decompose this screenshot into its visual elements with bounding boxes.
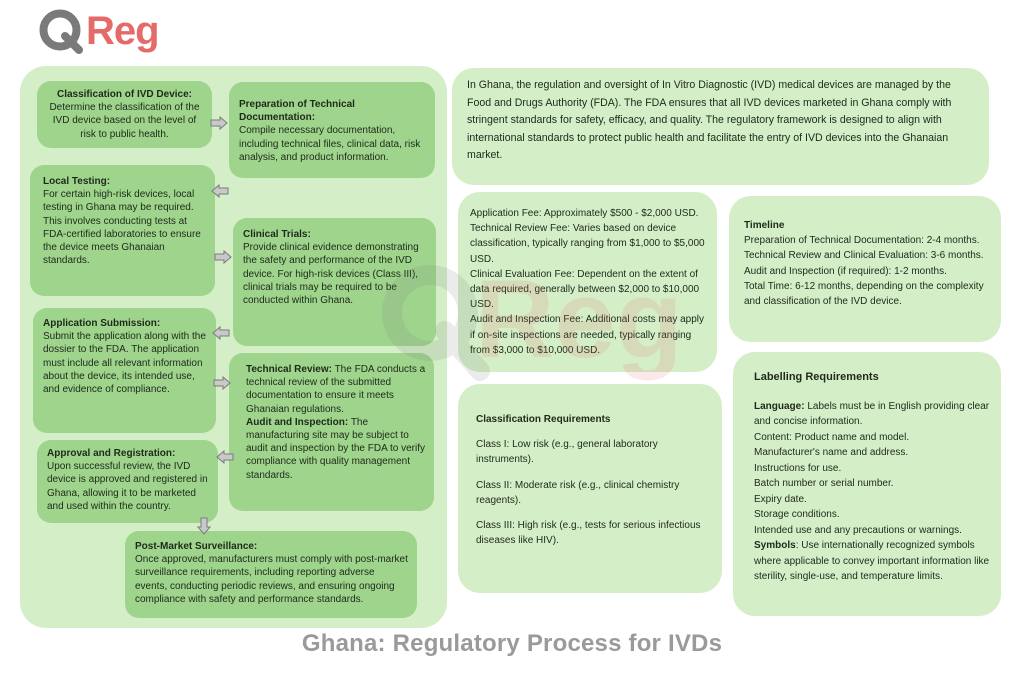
labelling-symbols: Symbols: Use internationally recognized … <box>754 538 991 585</box>
labelling-item: Storage conditions. <box>754 509 840 520</box>
labelling-item: Batch number or serial number. <box>754 478 894 489</box>
timeline-item: Technical Review and Clinical Evaluation… <box>744 250 984 262</box>
labelling-item: Manufacturer's name and address. <box>754 447 909 458</box>
step-approval: Approval and Registration: Upon successf… <box>37 440 218 523</box>
labelling-item: Content: Product name and model. <box>754 431 910 443</box>
timeline-item: Audit and Inspection (if required): 1-2 … <box>744 265 947 277</box>
language-label: Language: <box>754 400 805 412</box>
class-item: Class I: Low risk (e.g., general laborat… <box>476 439 658 466</box>
block-arrow-icon <box>210 116 228 130</box>
intro-card: In Ghana, the regulation and oversight o… <box>452 68 989 185</box>
step-title: Clinical Trials: <box>243 229 311 240</box>
step-title: Post-Market Surveillance: <box>135 541 258 552</box>
intro-text: In Ghana, the regulation and oversight o… <box>467 79 952 161</box>
fees-card: Application Fee: Approximately $500 - $2… <box>458 192 717 372</box>
block-arrow-icon <box>214 250 232 264</box>
timeline-card: Timeline Preparation of Technical Docume… <box>729 196 1001 342</box>
step-body: The FDA conducts a technical review of t… <box>246 364 426 415</box>
page-title: Ghana: Regulatory Process for IVDs <box>301 630 723 657</box>
block-arrow-icon <box>211 184 229 198</box>
step-application-submission: Application Submission: Submit the appli… <box>33 308 216 433</box>
block-arrow-icon <box>212 326 230 340</box>
step-body: Compile necessary documentation, includi… <box>239 125 421 163</box>
classification-title: Classification Requirements <box>476 414 611 425</box>
step-title: Technical Review: <box>246 364 332 375</box>
logo-text: Reg <box>86 9 160 53</box>
qreg-logo: Reg <box>38 6 160 56</box>
timeline-item: Preparation of Technical Documentation: … <box>744 235 980 247</box>
step-post-market: Post-Market Surveillance: Once approved,… <box>125 531 417 618</box>
labelling-card: Labelling Requirements Language: Labels … <box>733 352 1001 616</box>
labelling-item: Instructions for use. <box>754 462 842 474</box>
step-local-testing: Local Testing: For certain high-risk dev… <box>30 165 215 296</box>
class-item: Class II: Moderate risk (e.g., clinical … <box>476 479 680 506</box>
classification-requirements-card: Classification Requirements Class I: Low… <box>458 384 722 593</box>
q-letter-icon <box>39 9 83 54</box>
step-body: Determine the classification of the IVD … <box>49 102 200 140</box>
step-title: Classification of IVD Device: <box>56 89 193 100</box>
step-classification: Classification of IVD Device: Determine … <box>37 81 212 148</box>
step-title: Approval and Registration: <box>47 448 176 459</box>
block-arrow-icon <box>197 517 211 535</box>
step-title: Preparation of Technical Documentation: <box>239 99 355 124</box>
timeline-item: Total Time: 6-12 months, depending on th… <box>744 280 984 308</box>
language-text: Labels must be in English providing clea… <box>754 400 990 428</box>
step-body: Provide clinical evidence demonstrating … <box>243 242 419 307</box>
class-item: Class III: High risk (e.g., tests for se… <box>476 520 701 547</box>
step-body: Upon successful review, the IVD device i… <box>47 461 208 512</box>
audit-title: Audit and Inspection: <box>246 416 349 428</box>
step-title: Local Testing: <box>43 176 111 187</box>
step-body: Submit the application along with the do… <box>43 331 206 396</box>
step-body: For certain high-risk devices, local tes… <box>43 189 201 267</box>
labelling-language: Language: Labels must be in English prov… <box>754 399 991 430</box>
timeline-title: Timeline <box>744 220 785 231</box>
step-technical-review: Technical Review: The FDA conducts a tec… <box>229 353 434 511</box>
labelling-item: Expiry date. <box>754 493 807 505</box>
block-arrow-icon <box>216 450 234 464</box>
step-preparation: Preparation of Technical Documentation: … <box>229 82 435 178</box>
symbols-text: : Use internationally recognized symbols… <box>754 540 990 582</box>
step-title: Application Submission: <box>43 318 161 329</box>
fee-item: Application Fee: Approximately $500 - $2… <box>470 208 699 219</box>
fee-item: Audit and Inspection Fee: Additional cos… <box>470 314 705 356</box>
step-body: Once approved, manufacturers must comply… <box>135 554 408 605</box>
labelling-item: Intended use and any precautions or warn… <box>754 524 962 536</box>
labelling-title: Labelling Requirements <box>754 371 879 383</box>
fee-item: Technical Review Fee: Varies based on de… <box>470 223 705 265</box>
audit-body: The manufacturing site may be subject to… <box>246 416 425 481</box>
block-arrow-icon <box>213 376 231 390</box>
step-clinical-trials: Clinical Trials: Provide clinical eviden… <box>233 218 436 346</box>
symbols-label: Symbols <box>754 540 796 551</box>
fee-item: Clinical Evaluation Fee: Dependent on th… <box>470 268 700 311</box>
